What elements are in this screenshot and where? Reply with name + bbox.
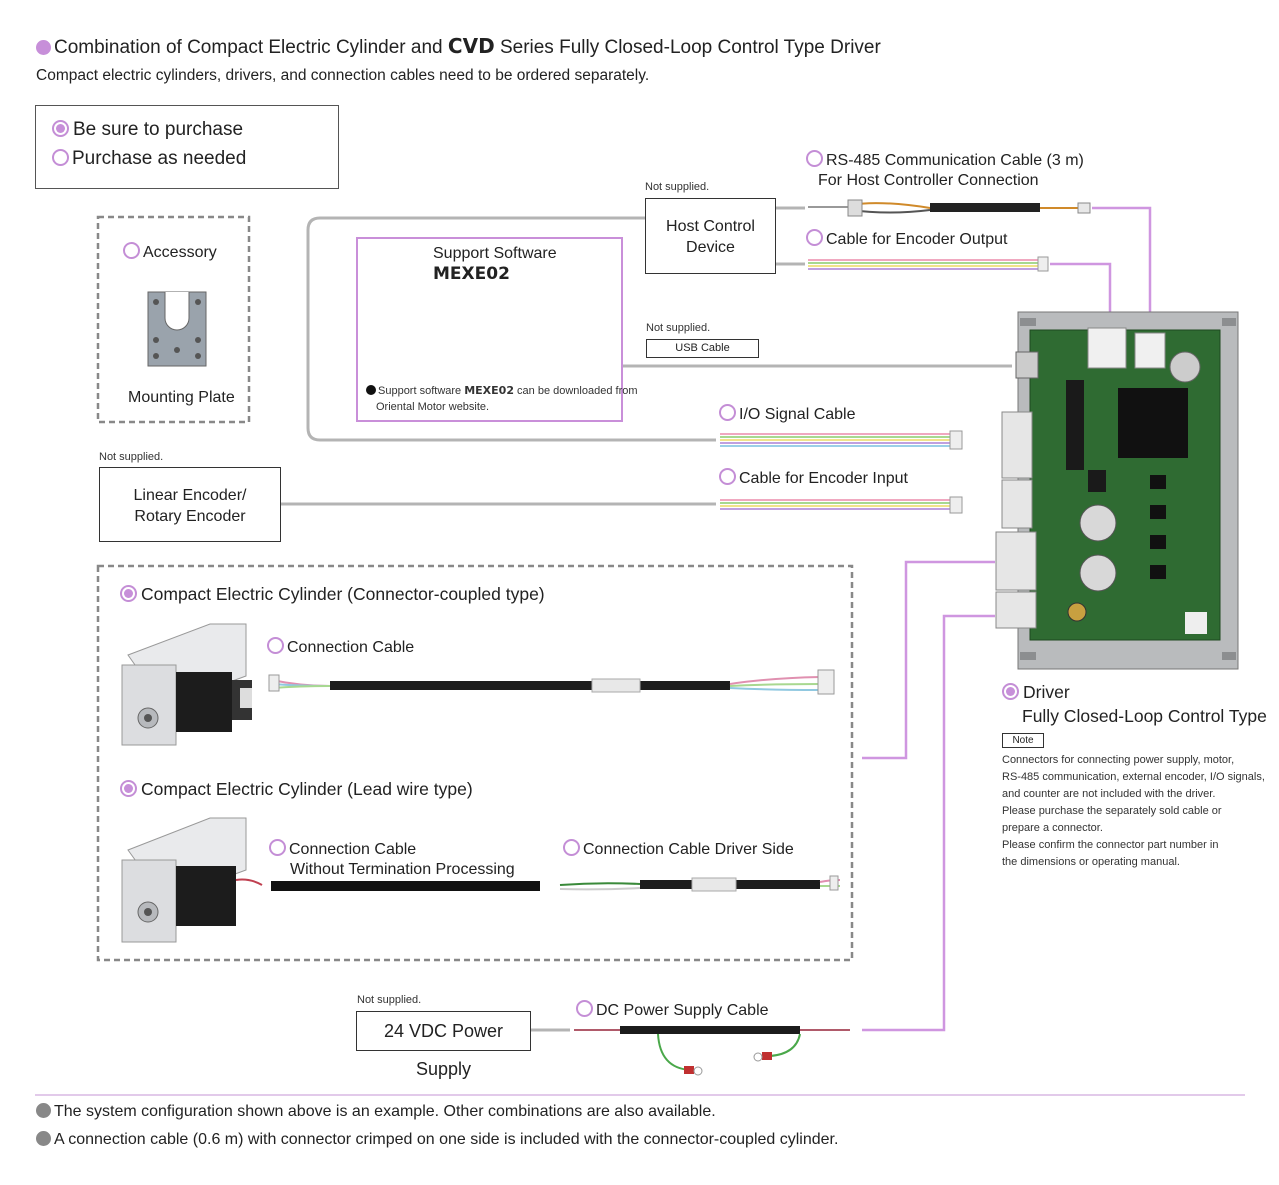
title-suffix: Series Fully Closed-Loop Control Type Dr… [494,37,881,58]
accessory-label: Accessory [123,242,217,262]
host-line1: Host Control [666,218,755,235]
rs485-label: RS-485 Communication Cable (3 m) [806,150,1084,170]
open-circle-icon [563,839,580,856]
linear-rotary-encoder: Linear Encoder/ Rotary Encoder [99,467,281,542]
usb-cable-label: USB Cable [646,339,759,358]
driver-label: Driver [1002,682,1070,703]
bullet-icon [366,385,376,395]
filled-circle-icon [1002,683,1019,700]
encoder-output-text: Cable for Encoder Output [826,231,1008,248]
open-circle-icon [576,1000,593,1017]
io-cable-text: I/O Signal Cable [739,406,856,423]
note-line: prepare a connector. [1002,822,1103,834]
title-prefix: Combination of Compact Electric Cylinder… [54,37,448,58]
legend-optional: Purchase as needed [52,148,246,170]
cyl1-title-text: Compact Electric Cylinder (Connector-cou… [141,584,545,604]
support-software-box: Support Software MEXE02 Support software… [356,237,638,422]
filled-circle-icon [120,780,137,797]
usb-not-supplied: Not supplied. [646,322,711,334]
software-note-line2: Oriental Motor website. [376,401,490,413]
title-series: CVD [447,34,495,58]
encoder-input-text: Cable for Encoder Input [739,470,908,487]
note-line: the dimensions or operating manual. [1002,856,1180,868]
legend-optional-label: Purchase as needed [72,148,247,169]
driver-label-text: Driver [1023,682,1070,702]
open-circle-icon [719,468,736,485]
software-name: MEXE02 [433,264,510,284]
note-line: RS-485 communication, external encoder, … [1002,771,1265,783]
cyl1-cable-label: Connection Cable [267,637,414,657]
dc-power-cable-label: DC Power Supply Cable [576,1000,769,1020]
title-bullet-icon [36,40,51,55]
note-line: Connectors for connecting power supply, … [1002,754,1235,766]
accessory-label-text: Accessory [143,244,217,261]
cylinder-connector-title: Compact Electric Cylinder (Connector-cou… [120,584,545,605]
note-line: Please confirm the connector part number… [1002,839,1219,851]
footer-line1: The system configuration shown above is … [54,1103,716,1120]
filled-circle-icon [120,585,137,602]
cyl2-cable2-text: Connection Cable Driver Side [583,841,794,858]
host-control-device: Host Control Device [645,198,776,274]
rs485-line2: For Host Controller Connection [818,172,1039,189]
encoder-output-label: Cable for Encoder Output [806,229,1007,249]
encoder-line2: Rotary Encoder [134,508,246,525]
power-supply-box: 24 VDC Power Supply [356,1011,531,1079]
driver-note: Connectors for connecting power supply, … [1002,752,1265,871]
rs485-line1: RS-485 Communication Cable (3 m) [826,152,1084,169]
legend-must: Be sure to purchase [52,119,243,141]
software-title: Support Software [433,245,557,262]
cyl2-cable2-label: Connection Cable Driver Side [563,839,794,859]
note-tag: Note [1002,733,1044,748]
cyl2-cable1-label: Connection Cable [269,839,416,859]
open-circle-icon [806,150,823,167]
power-not-supplied: Not supplied. [357,994,422,1006]
io-cable-label: I/O Signal Cable [719,404,856,424]
host-line2: Device [686,239,735,256]
legend: Be sure to purchase Purchase as needed [35,105,339,189]
gray-bullet-icon [36,1103,51,1118]
cyl2-cable1-line2: Without Termination Processing [290,861,515,878]
mounting-plate-label: Mounting Plate [128,389,235,406]
cyl2-title-text: Compact Electric Cylinder (Lead wire typ… [141,779,473,799]
encoder-input-label: Cable for Encoder Input [719,468,908,488]
software-note: Support software MEXE02 can be downloade… [366,384,638,397]
page-subtitle: Compact electric cylinders, drivers, and… [36,67,650,84]
footer-note-1: The system configuration shown above is … [36,1103,716,1121]
software-note-post: can be downloaded from [513,385,638,397]
encoder-line1: Linear Encoder/ [133,487,247,504]
open-circle-icon [123,242,140,259]
software-note-pre: Support software [378,385,465,397]
dc-power-cable-text: DC Power Supply Cable [596,1002,769,1019]
gray-bullet-icon [36,1131,51,1146]
cylinder-leadwire-title: Compact Electric Cylinder (Lead wire typ… [120,779,473,800]
legend-must-label: Be sure to purchase [73,119,244,140]
open-circle-icon [806,229,823,246]
filled-circle-icon [52,120,69,137]
driver-subtitle: Fully Closed-Loop Control Type [1022,706,1267,726]
note-line: Please purchase the separately sold cabl… [1002,805,1222,817]
footer-note-2: A connection cable (0.6 m) with connecto… [36,1131,838,1149]
open-circle-icon [719,404,736,421]
cyl2-cable1-line1: Connection Cable [289,841,417,858]
encoder-not-supplied: Not supplied. [99,451,164,463]
host-not-supplied: Not supplied. [645,181,710,193]
note-line: and counter are not included with the dr… [1002,788,1216,800]
open-circle-icon [269,839,286,856]
footer-line2: A connection cable (0.6 m) with connecto… [54,1131,839,1148]
open-circle-icon [52,149,69,166]
page-title: Combination of Compact Electric Cylinder… [36,34,881,59]
open-circle-icon [267,637,284,654]
cyl1-cable-text: Connection Cable [287,639,415,656]
software-note-bold: MEXE02 [464,384,514,397]
